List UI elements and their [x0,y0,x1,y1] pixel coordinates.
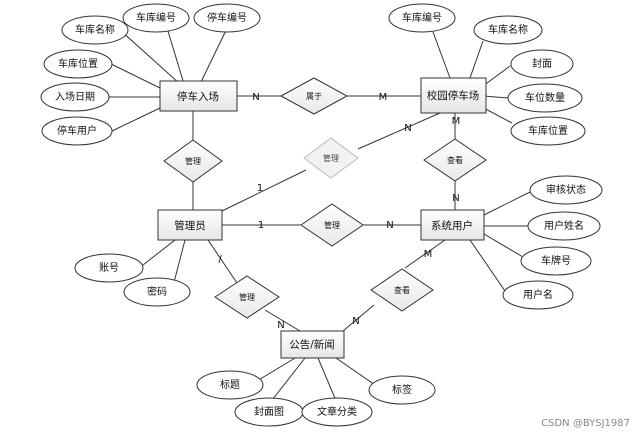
relationship-manage-user: 管理 [300,203,364,247]
attribute-label: 封面图 [254,405,284,418]
relationship-manage-entry: 管理 [163,139,223,183]
attribute-d2: 用户姓名 [527,211,601,241]
attribute-label: 车库名称 [488,23,528,36]
attribute-label: 封面 [532,57,552,70]
attribute-label: 停车编号 [207,11,247,24]
relationship-view-notice: 查看 [370,268,434,312]
attribute-a5: 入场日期 [40,82,110,112]
entity-label: 停车入场 [177,90,219,103]
cardinality-label: N [452,193,459,204]
cardinality-label: N [252,92,259,103]
entity-label: 系统用户 [431,219,473,232]
cardinality-label: M [379,92,388,103]
entity-system-user: 系统用户 [420,209,485,241]
watermark: CSDN @BYSJ1987 [541,418,630,429]
attribute-b5: 车库位置 [510,116,586,146]
attribute-e1: 标题 [196,370,264,400]
entity-campus-lot: 校园停车场 [420,77,487,114]
relationship-label: 查看 [447,155,463,165]
relationship-label: 管理 [239,292,255,302]
relationship-manage-notice: 管理 [214,275,280,319]
cardinality-label: M [452,116,461,127]
attribute-label: 标签 [392,383,412,396]
attribute-label: 用户姓名 [544,219,584,232]
attribute-c1: 账号 [74,253,144,283]
attribute-label: 审核状态 [546,183,586,196]
entity-label: 公告/新闻 [289,338,335,351]
relationship-view-lot: 查看 [423,138,487,182]
relationship-belongs-to: 属于 [279,77,349,115]
entity-label: 管理员 [174,219,206,232]
relationship-label: 属于 [306,92,322,101]
attribute-b4: 车位数量 [507,83,583,113]
attribute-label: 入场日期 [55,90,95,103]
attribute-d3: 车牌号 [520,246,592,276]
connector-lines [109,17,533,405]
cardinality-label: 1 [258,220,264,231]
relationship-manage-lot: 管理 [303,137,359,179]
attribute-a3: 停车编号 [193,3,261,33]
attribute-e4: 标签 [368,375,436,405]
attribute-a2: 车库编号 [122,3,190,33]
attribute-b2: 车库名称 [473,15,543,45]
attribute-label: 用户名 [523,288,553,301]
cardinality-label: / [218,254,222,265]
attribute-label: 车库编号 [402,11,442,24]
attribute-e2: 封面图 [234,397,304,427]
attribute-label: 标题 [220,379,240,391]
attribute-c2: 密码 [123,277,191,307]
attribute-e3: 文章分类 [301,397,373,427]
cardinality-label: M [424,249,433,260]
relationship-label: 管理 [185,156,201,166]
entity-admin: 管理员 [157,209,223,241]
relationship-label: 查看 [394,285,410,295]
attribute-label: 账号 [99,262,119,274]
entity-notice: 公告/新闻 [280,330,345,359]
attribute-label: 车牌号 [541,254,571,267]
attribute-b3: 封面 [510,49,574,79]
attribute-label: 车库编号 [136,11,176,24]
attribute-label: 车库位置 [528,124,568,137]
attribute-label: 文章分类 [317,405,357,418]
cardinality-label: 1 [257,183,263,194]
attribute-a4: 车库位置 [43,49,113,79]
entity-park-entry: 停车入场 [159,80,238,112]
attribute-d1: 审核状态 [529,175,603,205]
relationship-label: 管理 [324,220,340,230]
cardinality-label: N [404,123,411,134]
attribute-label: 停车用户 [57,124,97,137]
attribute-label: 车库名称 [75,23,115,36]
attribute-label: 车位数量 [525,91,565,104]
attribute-label: 密码 [147,285,167,298]
relationship-label: 管理 [323,153,339,163]
attribute-b1: 车库编号 [388,3,456,33]
entity-label: 校园停车场 [427,89,480,102]
attribute-a6: 停车用户 [41,116,113,146]
attribute-label: 车库位置 [58,57,98,70]
attribute-a1: 车库名称 [61,15,129,45]
cardinality-label: N [386,220,393,231]
cardinality-label: N [352,316,359,327]
cardinality-label: N [277,320,284,331]
attribute-d4: 用户名 [502,280,574,310]
